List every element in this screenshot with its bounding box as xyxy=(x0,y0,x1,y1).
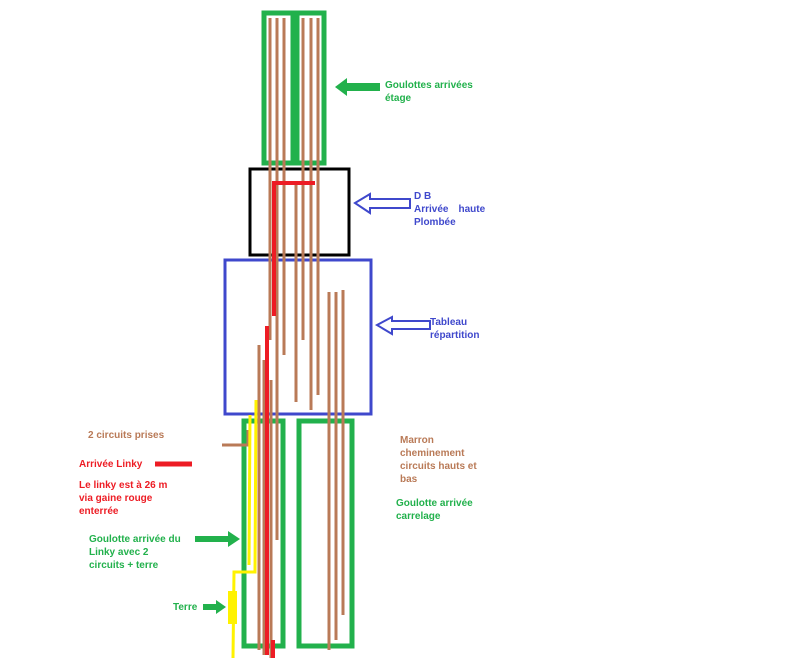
label-goulottes-etage: Goulottes arrivées étage xyxy=(385,79,473,105)
tableau-box xyxy=(223,258,373,416)
arrow-icon xyxy=(353,192,411,215)
label-line: via gaine rouge xyxy=(79,493,153,504)
label-line: Tableau xyxy=(430,317,468,328)
earth-block xyxy=(228,591,237,624)
label-line: D B xyxy=(414,191,432,202)
label-line: Plombée xyxy=(414,217,456,228)
label-line: bas xyxy=(400,474,418,485)
label-goulotte-linky: Goulotte arrivée du Linky avec 2 circuit… xyxy=(89,533,181,572)
green-arrows xyxy=(195,78,380,614)
label-line: Goulottes arrivées xyxy=(385,80,473,91)
label-tableau: Tableau répartition xyxy=(430,316,479,342)
label-line: Marron xyxy=(400,435,434,446)
label-arrivee-linky: Arrivée Linky xyxy=(79,459,143,470)
label-line: étage xyxy=(385,93,412,104)
label-line: Le linky est à 26 m xyxy=(79,480,168,491)
label-line: Linky avec 2 xyxy=(89,547,149,558)
brown-cable-prises xyxy=(222,430,250,447)
arrow-icon xyxy=(203,600,226,614)
label-line: enterrée xyxy=(79,506,119,517)
label-line: Goulotte arrivée xyxy=(396,498,473,509)
label-line: circuits hauts et xyxy=(400,461,477,472)
label-line: Goulotte arrivée du xyxy=(89,534,181,545)
label-marron: Marron cheminement circuits hauts et bas xyxy=(400,434,477,486)
label-circuits-prises: 2 circuits prises xyxy=(88,430,165,441)
label-line: cheminement xyxy=(400,448,465,459)
label-word: haute xyxy=(458,204,486,215)
label-line: circuits + terre xyxy=(89,560,159,571)
label-word: Arrivée xyxy=(414,204,449,215)
label-db: D B Arrivée haute Plombée xyxy=(414,190,485,229)
label-line: répartition xyxy=(430,330,480,341)
label-linky-gaine: Le linky est à 26 m via gaine rouge ente… xyxy=(79,479,167,518)
db-box xyxy=(248,167,351,257)
red-linky-cable xyxy=(265,181,315,658)
label-line: Arrivée haute xyxy=(414,203,485,216)
label-goulotte-carrelage: Goulotte arrivée carrelage xyxy=(396,497,473,523)
brown-cables xyxy=(222,18,345,658)
goulotte-carrelage xyxy=(296,418,355,649)
label-line: carrelage xyxy=(396,511,441,522)
arrow-icon xyxy=(374,315,431,336)
blue-arrows xyxy=(353,192,431,336)
arrow-icon xyxy=(195,531,240,547)
label-terre: Terre xyxy=(173,602,198,613)
arrow-icon xyxy=(335,78,380,96)
